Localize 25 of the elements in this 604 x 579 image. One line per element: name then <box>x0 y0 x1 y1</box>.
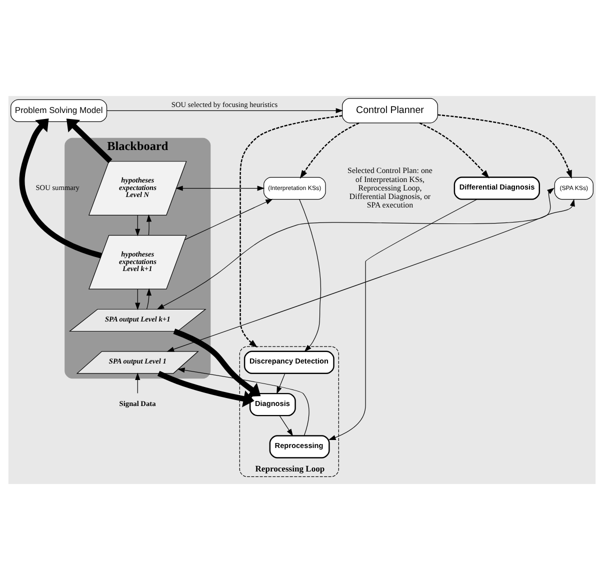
arrow <box>106 108 344 113</box>
arrow <box>276 372 286 394</box>
arrow <box>177 367 310 436</box>
arrow <box>66 118 112 163</box>
node-box: Control Planner <box>342 98 438 123</box>
arrow <box>135 372 140 394</box>
arrow <box>300 122 360 178</box>
node-box: Problem Solving Model <box>10 98 108 122</box>
arrow <box>438 114 572 178</box>
arrow <box>166 198 575 352</box>
arrow <box>19 118 102 258</box>
arrow <box>173 328 261 396</box>
arrow <box>135 214 140 236</box>
arrow <box>157 370 254 407</box>
arrow <box>299 198 322 352</box>
arrow <box>176 185 265 190</box>
arrow <box>184 198 273 240</box>
arrow <box>146 214 152 236</box>
arrow <box>135 288 140 310</box>
arrow <box>146 288 152 309</box>
arrow <box>419 122 490 178</box>
arrow <box>240 114 342 348</box>
arrow <box>156 187 554 310</box>
arrow <box>328 198 478 440</box>
arrow <box>279 414 294 436</box>
